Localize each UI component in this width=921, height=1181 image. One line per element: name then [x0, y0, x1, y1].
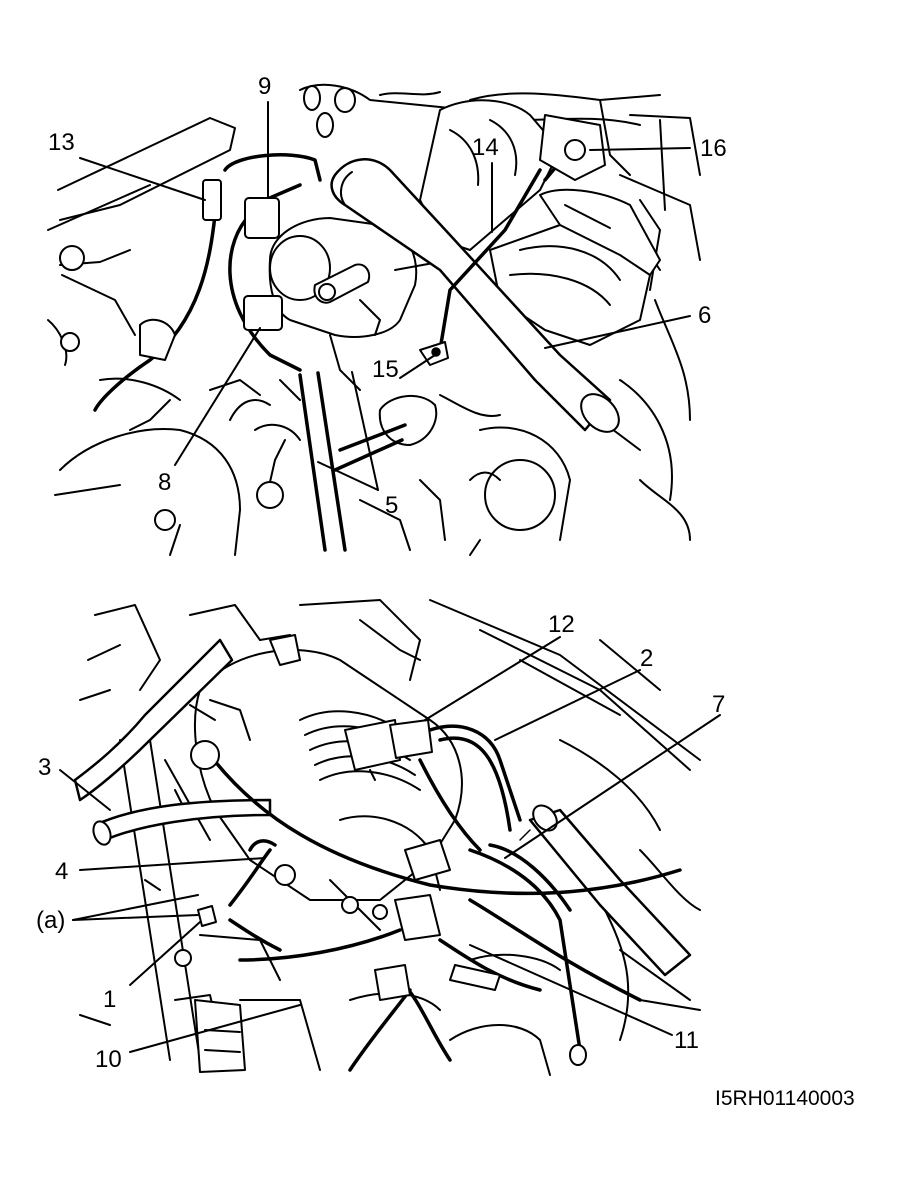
lower-engine-view: 12 2 7 3 4 (a) 1 10 11: [36, 599, 725, 1076]
callout-a: (a): [36, 907, 65, 934]
lower-bottom-connector: [374, 964, 411, 1001]
lower-callouts: 12 2 7 3 4 (a) 1 10 11: [36, 611, 725, 1073]
upper-hose-clamp-end: [580, 393, 620, 433]
figure-code: I5RH01140003: [715, 1087, 855, 1110]
callout-9: 9: [258, 73, 271, 100]
upper-bolt-boss: [378, 394, 438, 446]
callout-15: 15: [372, 356, 399, 383]
callout-16: 16: [700, 135, 727, 162]
lower-bolt-4: [274, 864, 296, 886]
callout-13: 13: [48, 129, 75, 156]
callout-11: 11: [674, 1027, 699, 1054]
upper-intake-manifold: [419, 99, 661, 346]
upper-engine-view: 13 9 14 16 6 15 8 5: [47, 73, 727, 556]
callout-2: 2: [640, 645, 653, 672]
callout-8: 8: [158, 469, 171, 496]
upper-wiring: [93, 114, 606, 552]
callout-10: 10: [95, 1046, 122, 1073]
lower-wiring: [190, 719, 682, 1072]
callout-5: 5: [385, 492, 398, 519]
lower-left-bracket: [194, 999, 246, 1073]
lower-hose-2: [528, 808, 692, 977]
lower-leaders: [59, 636, 721, 1053]
connector-8: [243, 295, 283, 331]
lower-hose-3-lower: [93, 798, 272, 842]
sensor-16: [564, 139, 586, 161]
connector-12: [344, 719, 401, 771]
connector-12-b: [389, 719, 433, 759]
callout-12: 12: [548, 611, 575, 638]
lower-clamp-11: [449, 964, 501, 991]
upper-air-hose: [330, 158, 612, 432]
lower-center-connector: [404, 839, 451, 881]
clip-1: [197, 905, 217, 927]
callout-14: 14: [472, 134, 499, 161]
lower-wire-grommet: [190, 740, 220, 770]
callout-6: 6: [698, 302, 711, 329]
lower-hose-3: [73, 638, 234, 802]
lower-intake-manifold: [189, 634, 463, 941]
upper-callouts: 13 9 14 16 6 15 8 5: [48, 73, 727, 519]
callout-7: 7: [712, 691, 725, 718]
upper-leaders: [79, 101, 691, 491]
callout-4: 4: [55, 858, 68, 885]
callout-1: 1: [103, 986, 116, 1013]
lower-manifold-boss: [394, 894, 441, 941]
upper-left-connector: [139, 318, 176, 361]
callout-3: 3: [38, 754, 51, 781]
upper-throttle-body: [268, 217, 471, 391]
connector-9: [244, 197, 280, 239]
